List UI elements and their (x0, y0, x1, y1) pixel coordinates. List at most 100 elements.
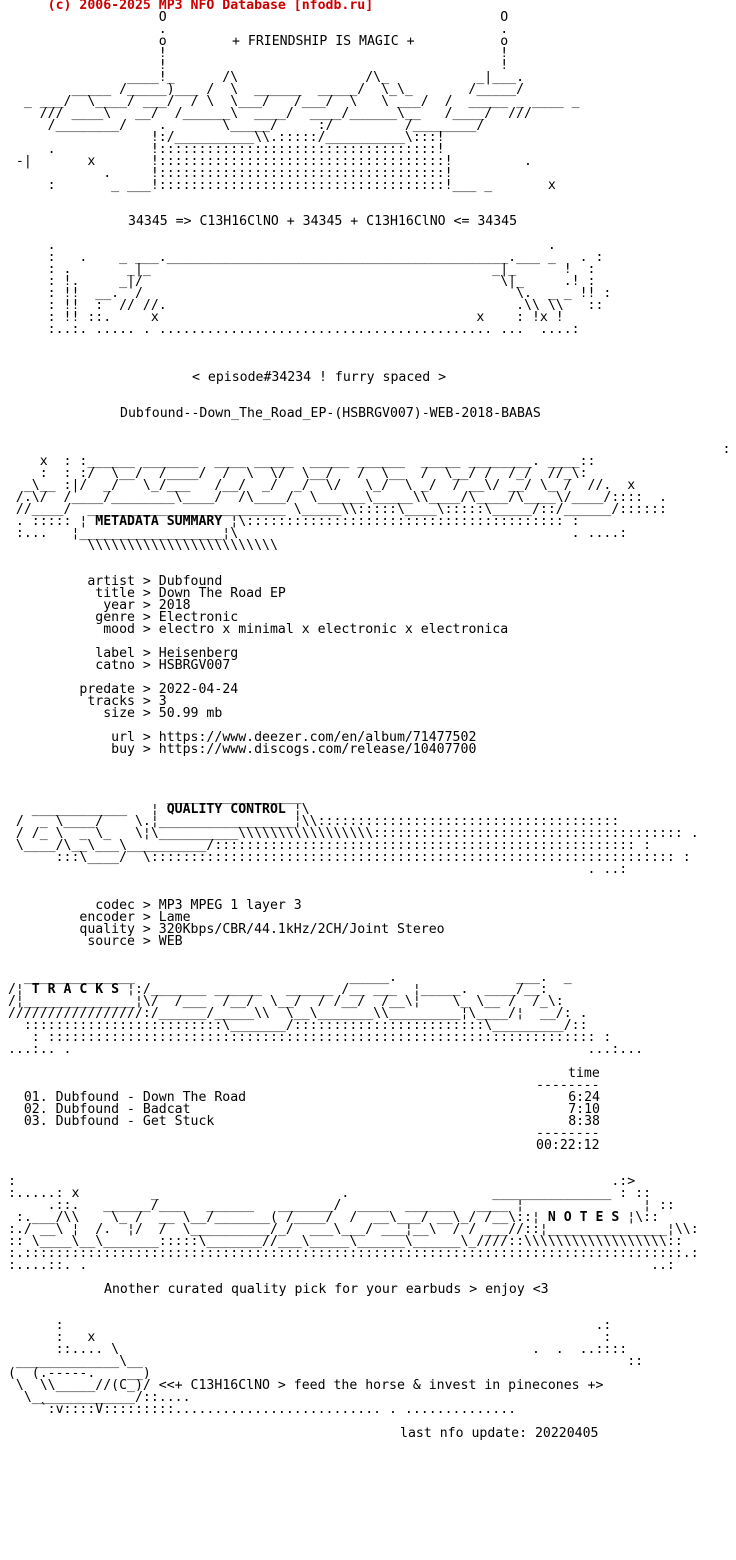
track-title: 01. Dubfound - Down The Road (0, 1090, 247, 1105)
field-value: 3 (158, 694, 167, 709)
quality-row: encoder > Lame (0, 910, 736, 925)
divider: -------- (536, 1078, 600, 1093)
frame-art: :..:. ..... . ..........................… (0, 322, 580, 337)
metadata-row: mood > electro x minimal x electronic x … (0, 622, 736, 637)
frame-art: : . _|_ _|_ ! : (0, 262, 596, 277)
nfo-document: (c) 2006-2025 MP3 NFO Database [nfodb.ru… (0, 0, 736, 1441)
top-logo-art: _ ___/ \____/ ___/ / \ \___/ /___/ \ \ _… (0, 94, 580, 109)
field-label: predate > (0, 682, 159, 697)
episode-line: < episode#34234 ! furry spaced > (192, 370, 447, 385)
field-value: Lame (158, 910, 191, 925)
frame-art: : !! __. / \. _ _ !! : (0, 286, 612, 301)
metadata-row: tracks > 3 (0, 694, 736, 709)
track-time: 7:10 (568, 1102, 600, 1117)
field-label: artist > (0, 574, 159, 589)
quality-row: source > WEB (0, 934, 736, 949)
field-value: https://www.deezer.com/en/album/71477502 (158, 730, 477, 745)
quality-row: codec > MP3 MPEG 1 layer 3 (0, 898, 736, 913)
top-logo-art: _____ /_____)___ / \ ______ _____/ \_\_ … (0, 82, 525, 97)
tracklist: 01. Dubfound - Down The Road 6:24 02. Dub… (0, 1090, 736, 1129)
metadata-section-title: METADATA SUMMARY (95, 514, 223, 529)
quality-section-title: QUALITY CONTROL (166, 802, 286, 817)
top-logo-art: !:/__________\\.:::::/__________\:::! (0, 130, 445, 145)
chemical-formula: 34345 => C13H16ClNO + 34345 + C13H16ClNO… (128, 214, 518, 229)
field-label: tracks > (0, 694, 159, 709)
metadata-row: year > 2018 (0, 598, 736, 613)
field-value: WEB (158, 934, 183, 949)
metadata-row: size > 50.99 mb (0, 706, 736, 721)
frame-art: : !! : // //. .\\ \\ :: (0, 298, 604, 313)
metadata-list: artist > Dubfound title > Down The Road … (0, 574, 736, 757)
track-title: 03. Dubfound - Get Stuck (0, 1114, 215, 1129)
field-label: encoder > (0, 910, 159, 925)
top-logo-art: o o (0, 34, 509, 49)
field-label: url > (0, 730, 159, 745)
top-logo-art: ! ! (0, 46, 509, 61)
field-label: mood > (0, 622, 159, 637)
top-logo-art: ! ! (0, 58, 509, 73)
field-label: label > (0, 646, 159, 661)
top-logo-art: . !::::::::::::::::::::::::::::::::::::! (0, 166, 453, 181)
metadata-row: buy > https://www.discogs.com/release/10… (0, 742, 736, 757)
field-label: year > (0, 598, 159, 613)
field-label: size > (0, 706, 159, 721)
quality-row: quality > 320Kbps/CBR/44.1kHz/2CH/Joint … (0, 922, 736, 937)
field-value: Electronic (158, 610, 239, 625)
track-row: 01. Dubfound - Down The Road 6:24 (0, 1090, 736, 1105)
metadata-row: catno > HSBRGV007 (0, 658, 736, 673)
quality-list: codec > MP3 MPEG 1 layer 3 encoder > Lam… (0, 898, 736, 949)
top-logo-row-2: o o+ FRIENDSHIP IS MAGIC + (0, 34, 736, 49)
site-header: (c) 2006-2025 MP3 NFO Database [nfodb.ru… (0, 0, 374, 13)
motto: + FRIENDSHIP IS MAGIC + (232, 34, 415, 49)
top-logo-art: /________/ . \_____/ :/ /________/ (0, 118, 485, 133)
track-row: 02. Dubfound - Badcat 7:10 (0, 1102, 736, 1117)
field-label: quality > (0, 922, 159, 937)
field-value: 2018 (158, 598, 191, 613)
top-logo-row-1: . . (0, 22, 736, 37)
banner-ornament: O O (0, 10, 509, 25)
metadata-row: label > Heisenberg (0, 646, 736, 661)
field-value: HSBRGV007 (158, 658, 231, 673)
frame-art: : !! ::. x x : !x ! (0, 310, 564, 325)
field-value: 50.99 mb (158, 706, 223, 721)
metadata-row: predate > 2022-04-24 (0, 682, 736, 697)
frame-art: . . (0, 238, 556, 253)
top-logo-art: . !:::::::::::::::::::::::::::::::::::! (0, 142, 445, 157)
metadata-row: artist > Dubfound (0, 574, 736, 589)
field-label: codec > (0, 898, 159, 913)
field-value: Heisenberg (158, 646, 239, 661)
top-logo-art: /// ____\ __/ /______\ ____/ ____/______… (0, 106, 532, 121)
top-logo-art: : _ ___!::::::::::::::::::::::::::::::::… (0, 178, 556, 193)
field-label: genre > (0, 610, 159, 625)
field-value: https://www.discogs.com/release/10407700 (158, 742, 477, 757)
track-title: 02. Dubfound - Badcat (0, 1102, 191, 1117)
field-value: electro x minimal x electronic x electro… (158, 622, 509, 637)
top-logo-art: ____!_ /\ /\_ _|___. (0, 70, 525, 85)
footer-tagline: <<+ C13H16ClNO > feed the horse & invest… (158, 1378, 604, 1393)
track-row: 03. Dubfound - Get Stuck 8:38 (0, 1114, 736, 1129)
frame-art: : . _ ___.______________________________… (0, 250, 604, 265)
field-value: MP3 MPEG 1 layer 3 (158, 898, 302, 913)
field-label: buy > (0, 742, 159, 757)
field-value: 320Kbps/CBR/44.1kHz/2CH/Joint Stereo (158, 922, 445, 937)
track-time: 8:38 (568, 1114, 600, 1129)
notes-text: Another curated quality pick for your ea… (104, 1282, 549, 1297)
field-value: Dubfound (158, 574, 223, 589)
tracklist-time-header: time (568, 1066, 600, 1081)
field-label: source > (0, 934, 159, 949)
top-logo-art: . . (0, 22, 509, 37)
field-value: Down The Road EP (158, 586, 286, 601)
divider: -------- (536, 1126, 600, 1141)
track-time: 6:24 (568, 1090, 600, 1105)
tracks-section-title: T R A C K S (31, 982, 120, 997)
metadata-row: title > Down The Road EP (0, 586, 736, 601)
metadata-row: url > https://www.deezer.com/en/album/71… (0, 730, 736, 745)
frame-art: : !. _|/ \|_ .! : (0, 274, 596, 289)
field-label: title > (0, 586, 159, 601)
last-update: last nfo update: 20220405 (400, 1426, 599, 1441)
field-value: 2022-04-24 (158, 682, 239, 697)
tracklist-total: 00:22:12 (536, 1138, 600, 1153)
field-label: catno > (0, 658, 159, 673)
metadata-row: genre > Electronic (0, 610, 736, 625)
top-logo-art: -| x !::::::::::::::::::::::::::::::::::… (0, 154, 532, 169)
